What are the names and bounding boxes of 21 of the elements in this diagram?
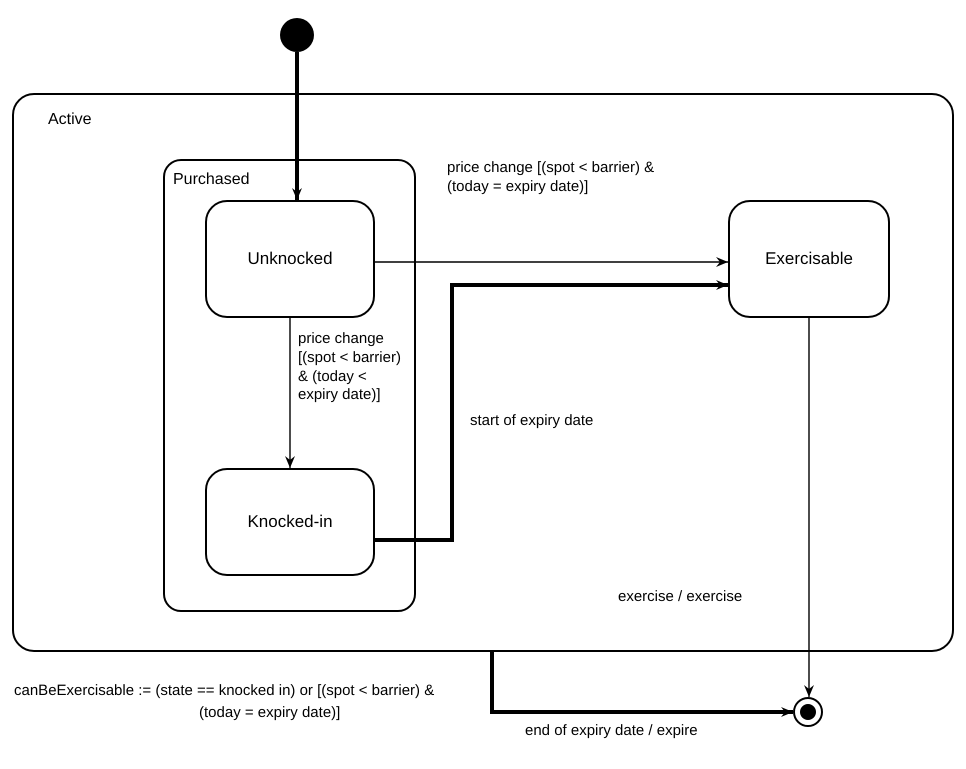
state-box xyxy=(205,200,375,318)
state-name: Knocked-in xyxy=(247,512,333,532)
state-name: Purchased xyxy=(173,171,250,189)
transition-arrow xyxy=(375,280,728,542)
state-name: Unknocked xyxy=(247,249,333,269)
transition-arrow xyxy=(375,257,728,267)
composite-state xyxy=(12,93,954,652)
state-box xyxy=(728,200,890,318)
edge-label: start of expiry date xyxy=(470,412,594,431)
edge-label: end of expiry date / expire xyxy=(525,722,698,741)
state-name: Active xyxy=(48,111,92,129)
nested-composite-state xyxy=(163,159,416,612)
transition-arrow xyxy=(804,318,814,697)
transition-arrow xyxy=(490,652,793,717)
state-name: Exercisable xyxy=(765,249,853,269)
transition-arrow xyxy=(285,318,295,468)
final-state-bullseye xyxy=(793,697,823,727)
state-box xyxy=(205,468,375,576)
initial-state-dot xyxy=(280,18,314,52)
guard-note: canBeExercisable := (state == knocked in) or [(spot < barrier) & (today = expiry date)] xyxy=(14,681,436,723)
transition-arrow xyxy=(292,52,302,200)
